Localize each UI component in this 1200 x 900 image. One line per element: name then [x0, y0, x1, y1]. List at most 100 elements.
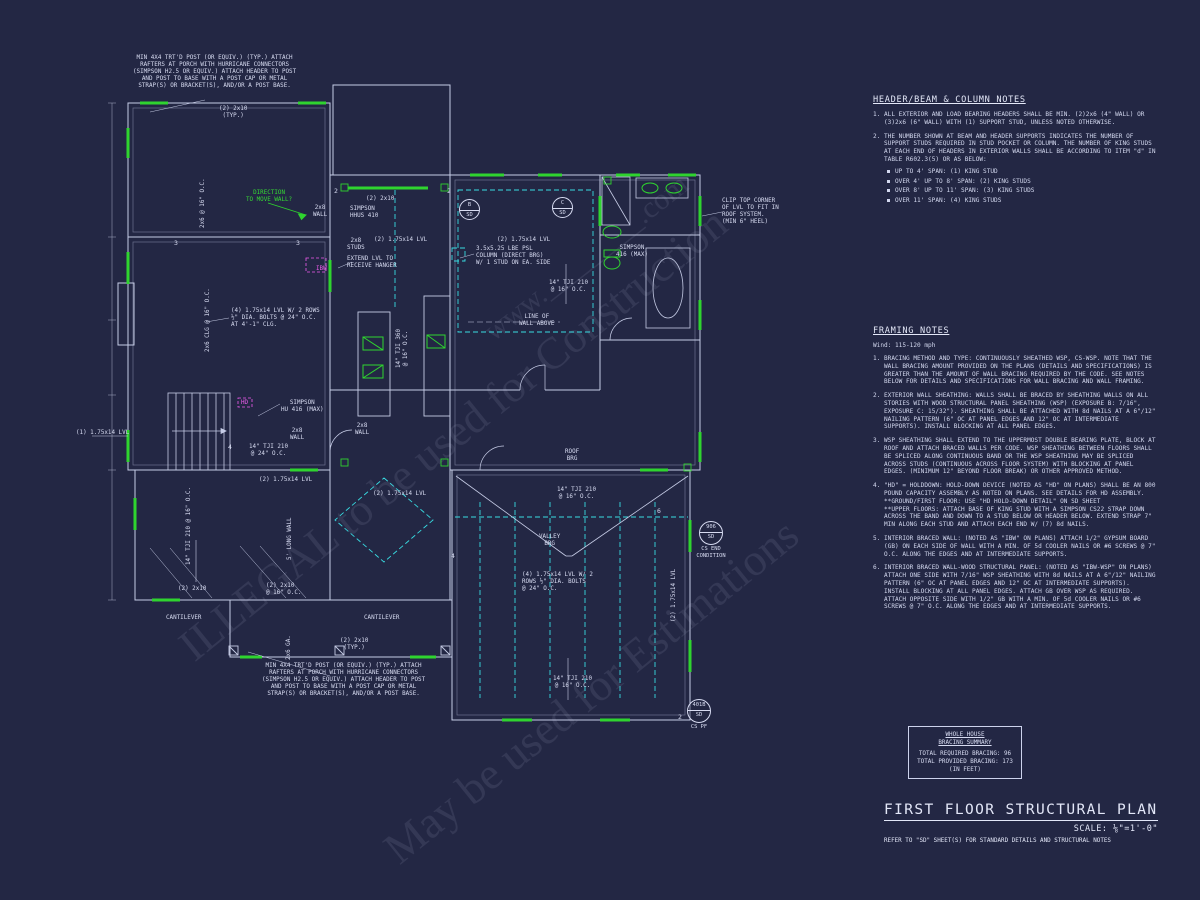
support-stud-count: 2	[334, 187, 338, 195]
note-item-text: BRACING METHOD AND TYPE: CONTINUOUSLY SH…	[884, 355, 1152, 386]
plan-label: IBW	[316, 266, 327, 272]
sheet-title: FIRST FLOOR STRUCTURAL PLAN	[884, 802, 1158, 821]
plan-label: DIRECTION TO MOVE WALL?	[246, 190, 293, 204]
note-item: "HD" = HOLDDOWN: HOLD-DOWN DEVICE (NOTED…	[873, 482, 1157, 529]
plan-label: (2) 2x10 (TYP.)	[219, 106, 248, 120]
summary-title-line2: BRACING SUMMARY	[938, 740, 992, 747]
plan-label: (2) 2x10 (TYP.)	[340, 638, 369, 652]
plan-label: (2) 2x10	[366, 196, 395, 202]
cantilever-hatch	[149, 545, 307, 599]
plan-label: LINE OF WALL ABOVE	[519, 314, 555, 328]
porch-posts	[228, 645, 451, 656]
king-stud-rule: OVER 11' SPAN: (4) KING STUDS	[887, 196, 1157, 206]
support-stud-count: 2	[678, 713, 682, 721]
plan-label: MIN 4X4 TRT'D POST (OR EQUIV.) (TYP.) AT…	[133, 55, 297, 90]
bracing-summary-box: WHOLE HOUSE BRACING SUMMARY TOTAL REQUIR…	[908, 726, 1022, 780]
note-item-text: INTERIOR BRACED WALL: (NOTED AS "IBW" ON…	[884, 534, 1156, 558]
provided-bracing: TOTAL PROVIDED BRACING: 173	[917, 758, 1013, 765]
plan-label: (4) 1.75x14 LVL W/ 2 ROWS ½" DIA. BOLTS …	[231, 308, 320, 329]
header-beam-column-notes: HEADER/BEAM & COLUMN NOTES ALL EXTERIOR …	[873, 95, 1157, 212]
plan-label: CANTILEVER	[364, 615, 400, 621]
plan-label: 5' LONG WALL	[287, 517, 293, 560]
plan-label: (1) 1.75x14 LVL	[76, 430, 130, 436]
plan-label: 2x8 WALL	[290, 428, 305, 442]
kitchen-island	[357, 295, 451, 417]
plan-label: EXTEND LVL TO RECEIVE HANGER	[347, 256, 397, 270]
plan-label: 14" TJI 210 @ 16" O.C.	[557, 487, 597, 501]
framing-notes: FRAMING NOTES Wind: 115-120 mph BRACING …	[873, 326, 1157, 617]
plan-label: SIMPSON HHUS 410	[350, 206, 379, 220]
king-stud-rule: OVER 4' UP TO 8' SPAN: (2) KING STUDS	[887, 177, 1157, 187]
plan-label: (2) 1.75x14 LVL	[374, 237, 428, 243]
direction-arrow	[267, 202, 307, 221]
plan-label: SIMPSON HU 416 (MAX)	[281, 400, 324, 414]
sheet-reference-note: REFER TO "SD" SHEET(S) FOR STANDARD DETA…	[884, 838, 1111, 844]
corner-markers	[340, 176, 692, 472]
plan-label: MIN 4X4 TRT'D POST (OR EQUIV.) (TYP.) AT…	[262, 663, 426, 698]
plan-label: 14" TJI 210 @ 16" O.C.	[553, 676, 593, 690]
plan-label: HD	[241, 400, 249, 406]
note-item-text: THE NUMBER SHOWN AT BEAM AND HEADER SUPP…	[884, 132, 1156, 163]
note-item-text: EXTERIOR WALL SHEATHING: WALLS SHALL BE …	[884, 392, 1156, 431]
header-notes-title: HEADER/BEAM & COLUMN NOTES	[873, 95, 1026, 105]
plan-label: 2x8 STUDS	[347, 238, 365, 252]
note-item: BRACING METHOD AND TYPE: CONTINUOUSLY SH…	[873, 355, 1157, 386]
plan-label: 14" TJI 210 @ 16" O.C.	[549, 280, 589, 294]
king-stud-rule: UP TO 4' SPAN: (1) KING STUD	[887, 167, 1157, 177]
plan-label: (2) 1.75x14 LVL	[671, 568, 677, 622]
ibw-markers	[237, 257, 327, 408]
plan-label: 2x8 WALL	[313, 205, 328, 219]
note-item-text: WSP SHEATHING SHALL EXTEND TO THE UPPERM…	[884, 437, 1156, 476]
plan-label: 2x8 WALL	[355, 423, 370, 437]
support-stud-count: 2	[447, 187, 451, 195]
required-bracing: TOTAL REQUIRED BRACING: 96	[918, 750, 1012, 757]
plan-label: 2x6 CLG @ 16" O.C.	[205, 288, 211, 352]
wind-rating: Wind: 115-120 mph	[873, 342, 936, 349]
braced-wall-segments	[126, 101, 702, 722]
joist-lines	[334, 189, 688, 698]
plan-label: SIMPSON 416 (MAX)	[616, 245, 648, 259]
framing-notes-title: FRAMING NOTES	[873, 326, 950, 336]
note-item: THE NUMBER SHOWN AT BEAM AND HEADER SUPP…	[873, 133, 1157, 206]
note-item-text: ALL EXTERIOR AND LOAD BEARING HEADERS SH…	[884, 111, 1145, 126]
sheet-scale: SCALE: ⅛"=1'-0"	[1073, 824, 1158, 834]
span-arrows	[195, 264, 569, 700]
plan-label: VALLEY BRG	[539, 534, 561, 548]
summary-title-line1: WHOLE HOUSE	[945, 732, 985, 738]
plan-label: 3.5x5.25 LBE PSL COLUMN (DIRECT BRG) W/ …	[476, 246, 551, 267]
king-stud-rule: OVER 8' UP TO 11' SPAN: (3) KING STUDS	[887, 186, 1157, 196]
walls	[117, 84, 701, 721]
title-block: FIRST FLOOR STRUCTURAL PLAN SCALE: ⅛"=1'…	[884, 802, 1158, 844]
support-stud-count: 3	[174, 239, 178, 247]
plan-label: 14" TJI 210 @ 24" O.C.	[249, 444, 289, 458]
fixture-highlights	[602, 182, 683, 270]
appliance-highlights	[362, 334, 446, 379]
plan-label: ROOF BRG	[565, 449, 580, 463]
plan-label: CANTILEVER	[166, 615, 202, 621]
note-item: EXTERIOR WALL SHEATHING: WALLS SHALL BE …	[873, 392, 1157, 431]
note-item-text: INTERIOR BRACED WALL-WOOD STRUCTURAL PAN…	[884, 564, 1156, 611]
summary-units: (IN FEET)	[949, 767, 981, 774]
note-item: INTERIOR BRACED WALL-WOOD STRUCTURAL PAN…	[873, 564, 1157, 611]
plan-label: CLIP TOP CORNER OF LVL TO FIT IN ROOF SY…	[722, 198, 779, 226]
door-arcs	[329, 317, 633, 471]
note-item: INTERIOR BRACED WALL: (NOTED AS "IBW" ON…	[873, 535, 1157, 558]
plan-label: (4) 1.75x14 LVL W/ 2 ROWS ½" DIA. BOLTS …	[522, 572, 593, 593]
support-stud-count: 4	[451, 552, 455, 560]
leader-lines	[92, 99, 723, 677]
valley-lines	[455, 475, 689, 557]
support-stud-count: 4	[228, 443, 232, 451]
support-stud-count: 3	[296, 239, 300, 247]
fixtures	[601, 176, 691, 329]
king-stud-rules: UP TO 4' SPAN: (1) KING STUD OVER 4' UP …	[887, 167, 1157, 206]
plan-label: 2x6 @ 16" O.C.	[200, 178, 206, 228]
plan-label: 14" TJI 360 @ 16" O.C.	[396, 328, 410, 368]
dimension-lines	[108, 102, 116, 601]
note-item: ALL EXTERIOR AND LOAD BEARING HEADERS SH…	[873, 111, 1157, 127]
plan-label: (2) 2x10	[178, 586, 207, 592]
